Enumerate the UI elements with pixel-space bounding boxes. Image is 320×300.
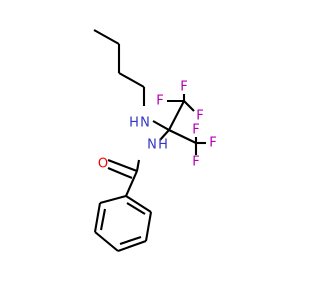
molecule-structure: H N N H O F F F F F F — [0, 0, 300, 300]
ring-bond-6 — [125, 195, 152, 213]
bond-carbonyl-o-b — [107, 167, 133, 179]
atom-amide-h: H — [158, 138, 168, 153]
atom-oxygen: O — [98, 157, 108, 172]
atom-labels: H N N H O F F F F F F — [98, 80, 217, 172]
ring-bond-2 — [93, 202, 102, 233]
bond-central-amide-n — [159, 129, 170, 141]
bond-butyl-3 — [118, 72, 145, 88]
atom-f4: F — [192, 123, 199, 138]
atom-amide-n: N — [147, 138, 157, 153]
ring-bond-3 — [94, 231, 119, 252]
atom-amine-n: N — [140, 116, 150, 131]
atom-f1: F — [180, 80, 187, 95]
bond-central-cf3a — [168, 100, 185, 131]
ring-bond-1 — [99, 194, 127, 205]
atom-f2: F — [156, 94, 163, 109]
bond-carbonyl-ring — [125, 170, 138, 197]
bond-n-central — [152, 120, 170, 131]
ring-double-1 — [99, 208, 107, 231]
ring-double-2 — [119, 236, 142, 245]
atom-f3: F — [196, 109, 203, 124]
bond-cf3a-f3 — [183, 100, 195, 112]
bond-butyl-1 — [93, 29, 120, 45]
atom-f6: F — [192, 155, 199, 170]
ring-bond-4 — [117, 240, 147, 252]
bond-carbonyl-o-a — [107, 159, 138, 172]
bond-amide-n-carbonyl — [135, 159, 141, 172]
bonds — [93, 29, 206, 252]
ring-bond-5 — [144, 211, 153, 242]
bond-central-cf3b — [168, 129, 197, 144]
atom-amine-h: H — [129, 116, 139, 131]
ring-double-3 — [126, 202, 146, 215]
canvas-background — [0, 0, 300, 300]
atom-f5: F — [209, 136, 216, 151]
